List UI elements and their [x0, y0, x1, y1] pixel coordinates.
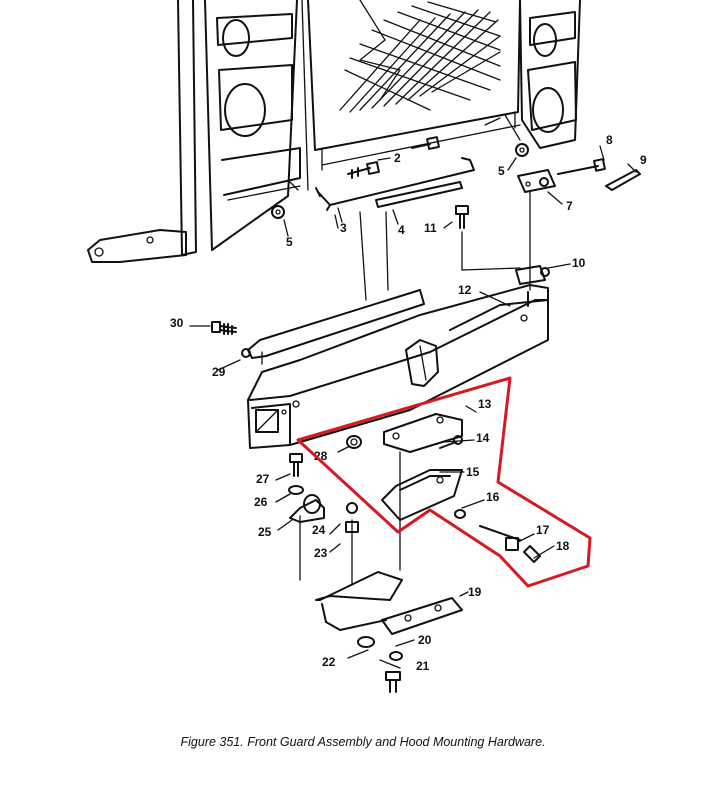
- front-guard-assembly: [87, 0, 581, 263]
- callout-4: 4: [398, 223, 405, 237]
- callout-25: 25: [258, 525, 272, 539]
- callout-29: 29: [212, 365, 226, 379]
- callout-18: 18: [556, 539, 570, 553]
- callout-8: 8: [606, 133, 613, 147]
- callout-21: 21: [416, 659, 430, 673]
- callout-22: 22: [322, 655, 336, 669]
- callout-12: 12: [458, 283, 472, 297]
- callout-14: 14: [476, 431, 490, 445]
- item-30-bolt: [211, 321, 237, 335]
- callout-7: 7: [566, 199, 573, 213]
- highlight-outline: [296, 376, 592, 588]
- callout-10: 10: [572, 256, 586, 270]
- callout-2: 2: [394, 151, 401, 165]
- callout-5-left: 5: [286, 235, 293, 249]
- callout-16: 16: [486, 490, 500, 504]
- callout-13: 13: [478, 397, 492, 411]
- callout-leaders: [189, 145, 637, 669]
- callout-labels: 2 3 4 5 5 7 8 9 10 11 12 13 14 15 16 17 …: [170, 133, 647, 673]
- callout-20: 20: [418, 633, 432, 647]
- callout-23: 23: [314, 546, 328, 560]
- grille-mesh: [339, 0, 501, 113]
- callout-24: 24: [312, 523, 326, 537]
- callout-3: 3: [340, 221, 347, 235]
- figure-caption: Figure 351. Front Guard Assembly and Hoo…: [180, 735, 546, 749]
- callout-11: 11: [424, 221, 437, 235]
- callout-17: 17: [536, 523, 550, 537]
- callout-27: 27: [256, 472, 270, 486]
- callout-30: 30: [170, 316, 184, 330]
- upper-hardware: [271, 136, 641, 301]
- callout-5-right: 5: [498, 164, 505, 178]
- callout-19: 19: [468, 585, 482, 599]
- callout-9: 9: [640, 153, 647, 167]
- lower-hardware: [288, 413, 541, 693]
- callout-15: 15: [466, 465, 480, 479]
- callout-26: 26: [254, 495, 268, 509]
- cross-member-assembly: [241, 284, 549, 449]
